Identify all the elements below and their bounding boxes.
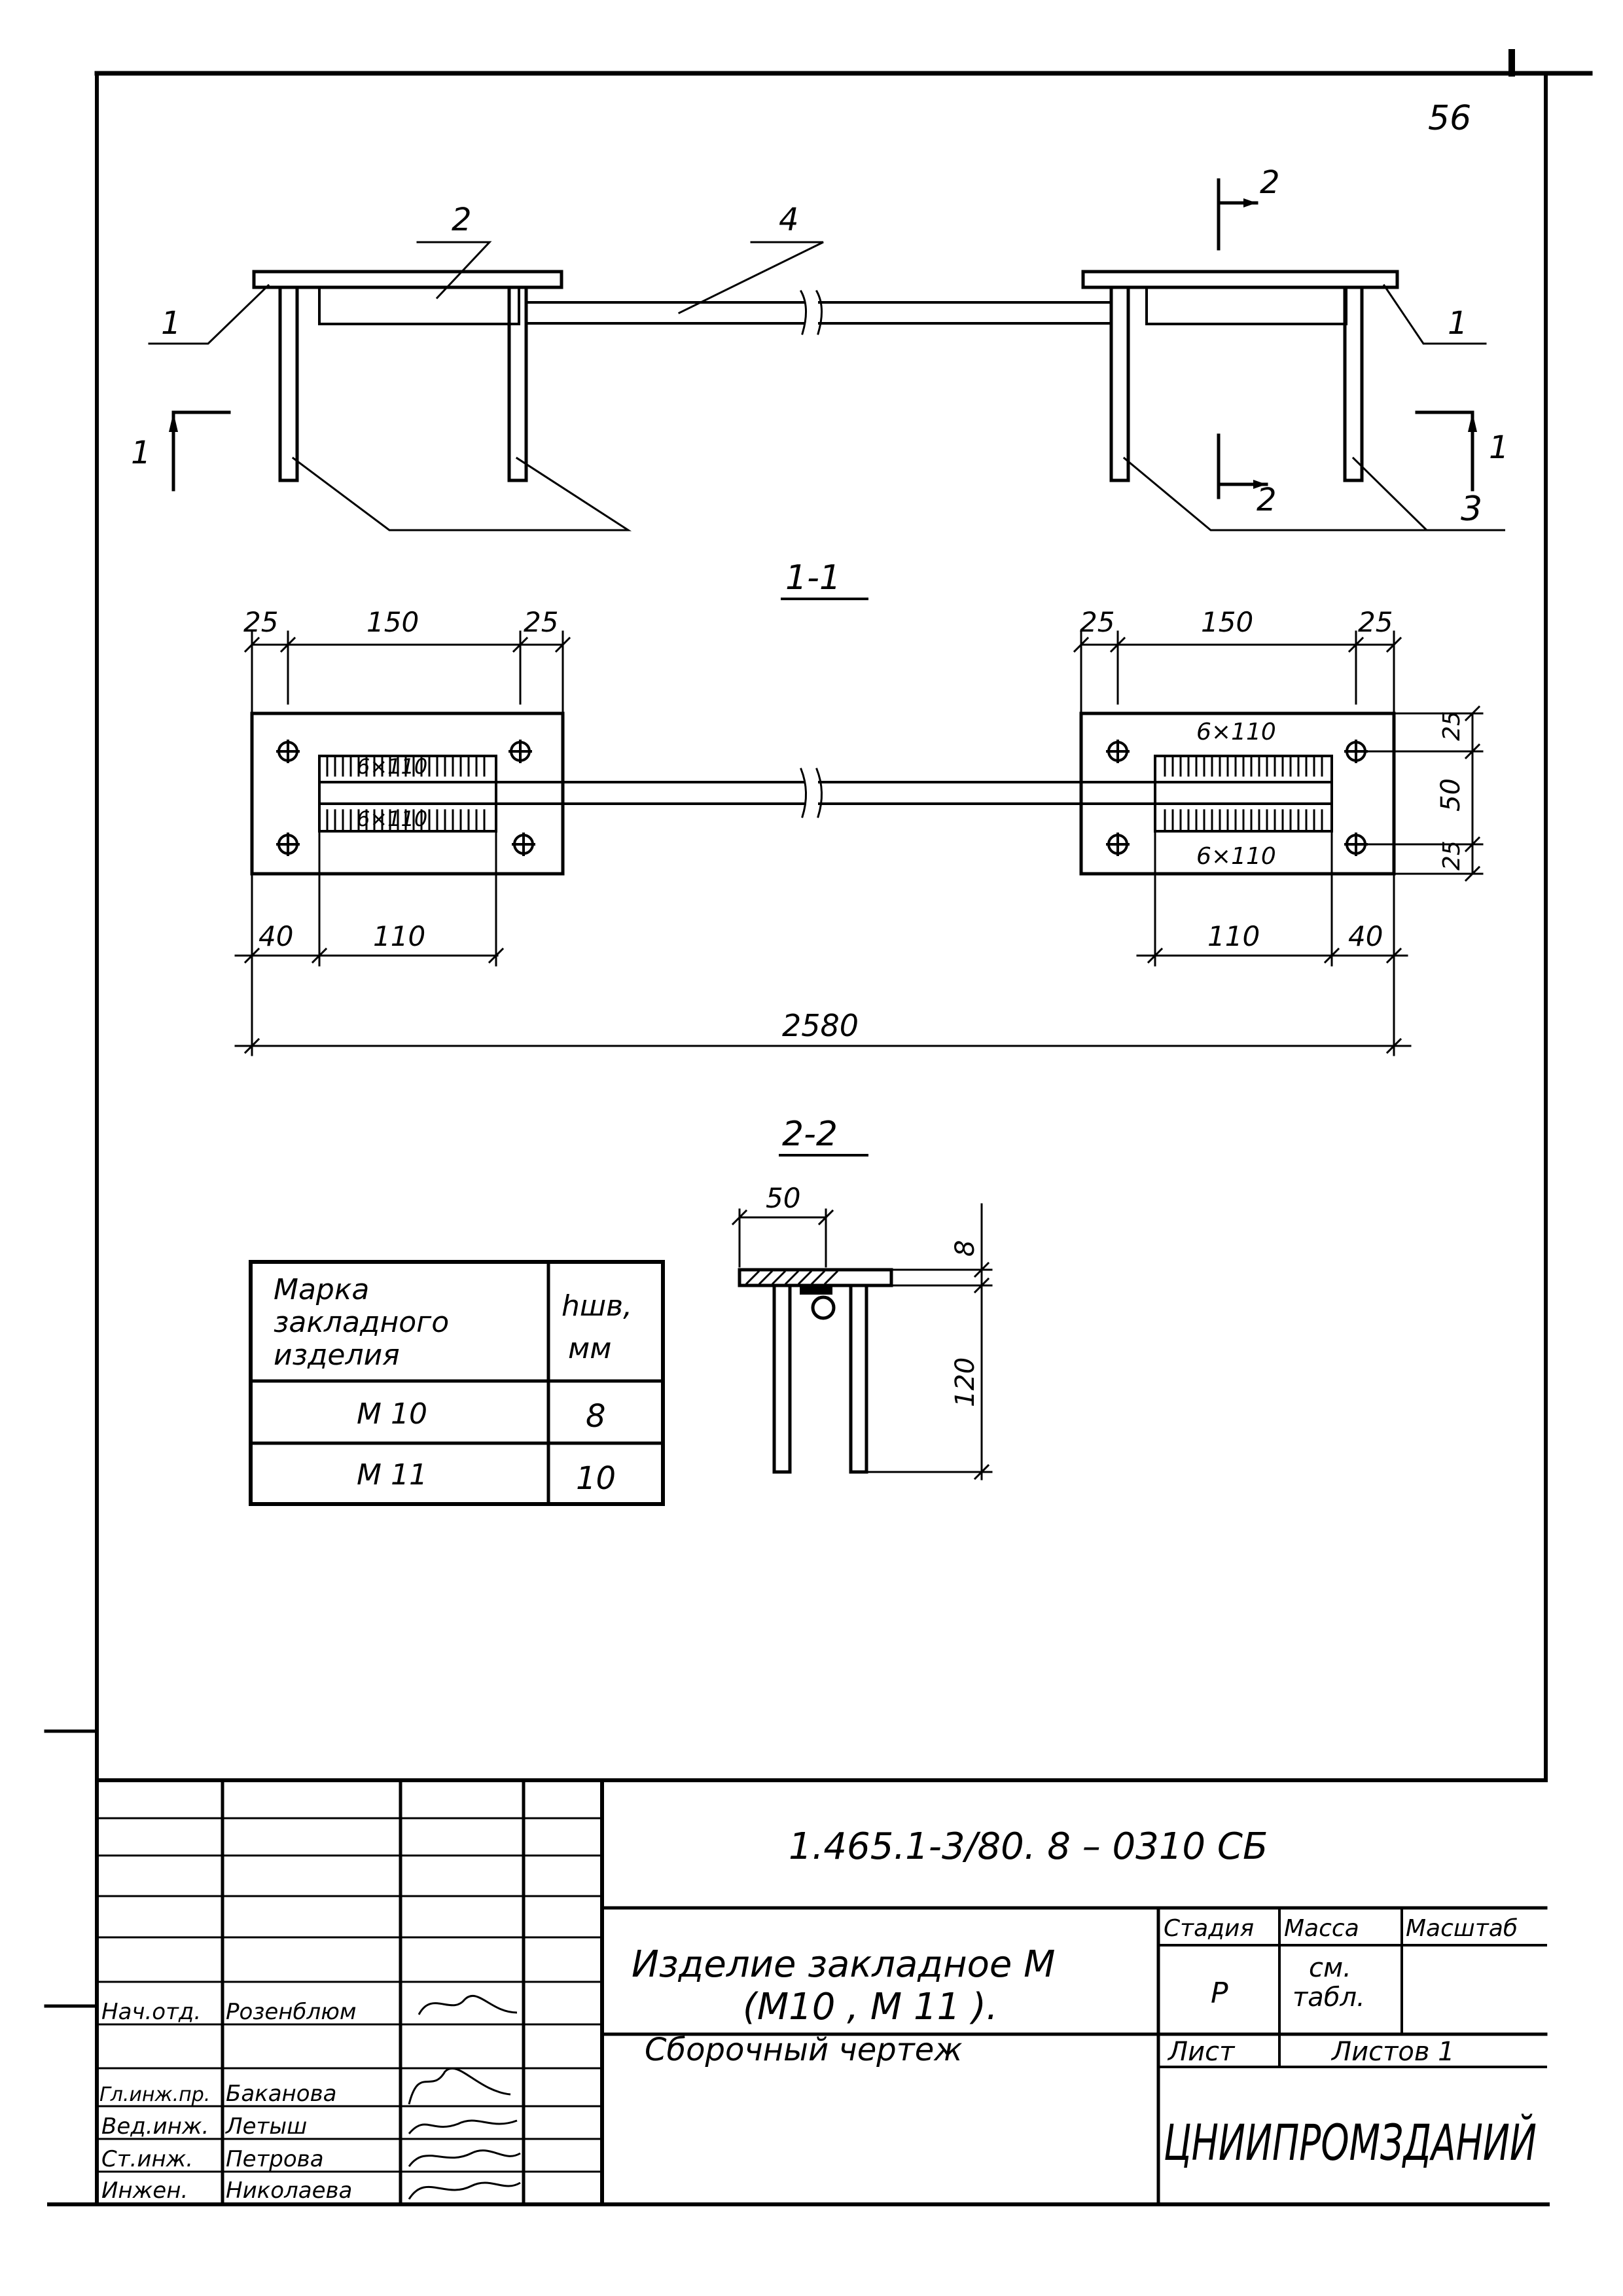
dim-110-right: 110 [1207, 920, 1260, 952]
dim-8-section: 8 [950, 1240, 980, 1257]
sheet-number: 56 [1428, 99, 1471, 138]
callout-2-top: 2 [452, 202, 472, 238]
callout-1-left: 1 [161, 305, 181, 342]
person-name-1: Розенблюм [226, 1999, 357, 2025]
dim-120-section: 120 [950, 1357, 980, 1407]
doc-title-line3: Сборочный чертеж [645, 2032, 963, 2068]
dim-150-left: 150 [366, 606, 419, 638]
dim-50-section: 50 [766, 1182, 800, 1214]
table-header-mark-1: Марка [274, 1273, 369, 1306]
weld-label-left-bottom: 6×110 [357, 806, 427, 831]
person-role-3: Вед.инж. [101, 2113, 209, 2140]
table-cell-mark-1: М 10 [357, 1397, 427, 1431]
callout-3-right: 3 [1461, 490, 1482, 529]
mass-value-1: см. [1309, 1953, 1351, 1983]
section-mark-2-top: 2 [1260, 164, 1280, 201]
table-header-mark-3: изделия [274, 1338, 400, 1372]
mark-table [249, 1260, 665, 1506]
stage-label: Стадия [1164, 1915, 1254, 1942]
table-header-mark-2: закладного [274, 1306, 449, 1339]
weld-label-left-top: 6×110 [357, 754, 427, 779]
table-cell-hw-1: 8 [586, 1398, 606, 1435]
person-name-5: Николаева [226, 2178, 352, 2204]
sheets-label: Листов 1 [1330, 2037, 1455, 2067]
mass-label: Масса [1284, 1915, 1359, 1942]
section-title-2-2: 2-2 [782, 1115, 838, 1154]
dim-25-vert-top: 25 [1438, 711, 1465, 741]
dim-25-right-a: 25 [1080, 606, 1115, 638]
callout-1-right: 1 [1448, 305, 1468, 342]
plan-view [234, 630, 1484, 1056]
callout-4-top: 4 [779, 202, 799, 238]
dim-110-left: 110 [373, 920, 425, 952]
table-header-unit: мм [568, 1332, 611, 1365]
stage-value: Р [1211, 1977, 1228, 2010]
person-name-4: Петрова [226, 2146, 324, 2172]
dim-40-left: 40 [259, 920, 293, 952]
person-name-2: Баканова [226, 2081, 336, 2107]
sheet-frame [44, 49, 1593, 2206]
table-cell-mark-2: М 11 [357, 1458, 427, 1492]
cross-section-view [731, 1203, 993, 1480]
dim-2580: 2580 [782, 1008, 859, 1043]
doc-code: 1.465.1-3/80. 8 – 0310 СБ [789, 1825, 1268, 1868]
person-role-5: Инжен. [101, 2178, 188, 2204]
mass-value-2: табл. [1293, 1982, 1365, 2013]
weld-label-right-top: 6×110 [1196, 719, 1276, 745]
table-header-hw: hшв, [562, 1289, 632, 1323]
dim-50-vert: 50 [1436, 778, 1466, 812]
sheet-label: Лист [1167, 2037, 1236, 2067]
organization: ЦНИИПРОМЗДАНИЙ [1164, 2113, 1537, 2172]
title-block [95, 1778, 1548, 2206]
person-role-2: Гл.инж.пр. [99, 2083, 210, 2106]
dim-25-left-a: 25 [243, 606, 278, 638]
section-mark-1-left: 1 [131, 435, 151, 471]
person-role-4: Ст.инж. [101, 2146, 193, 2172]
dim-25-vert-bottom: 25 [1438, 840, 1465, 870]
front-view [148, 178, 1505, 531]
scale-label: Масштаб [1406, 1915, 1518, 1942]
section-mark-1-right: 1 [1489, 429, 1509, 466]
doc-title-line2: (М10 , М 11 ). [743, 1986, 998, 2028]
person-name-3: Летыш [224, 2113, 307, 2140]
person-role-1: Нач.отд. [101, 1999, 201, 2025]
section-title-1-1: 1-1 [785, 558, 841, 598]
table-cell-hw-2: 10 [576, 1460, 616, 1497]
dim-40-right: 40 [1348, 920, 1383, 952]
dim-25-left-b: 25 [524, 606, 558, 638]
dim-150-right: 150 [1201, 606, 1253, 638]
section-mark-2-bottom: 2 [1257, 482, 1277, 518]
dim-25-right-b: 25 [1358, 606, 1393, 638]
doc-title-line1: Изделие закладное М [632, 1943, 1055, 1986]
weld-label-right-bottom: 6×110 [1196, 843, 1276, 870]
